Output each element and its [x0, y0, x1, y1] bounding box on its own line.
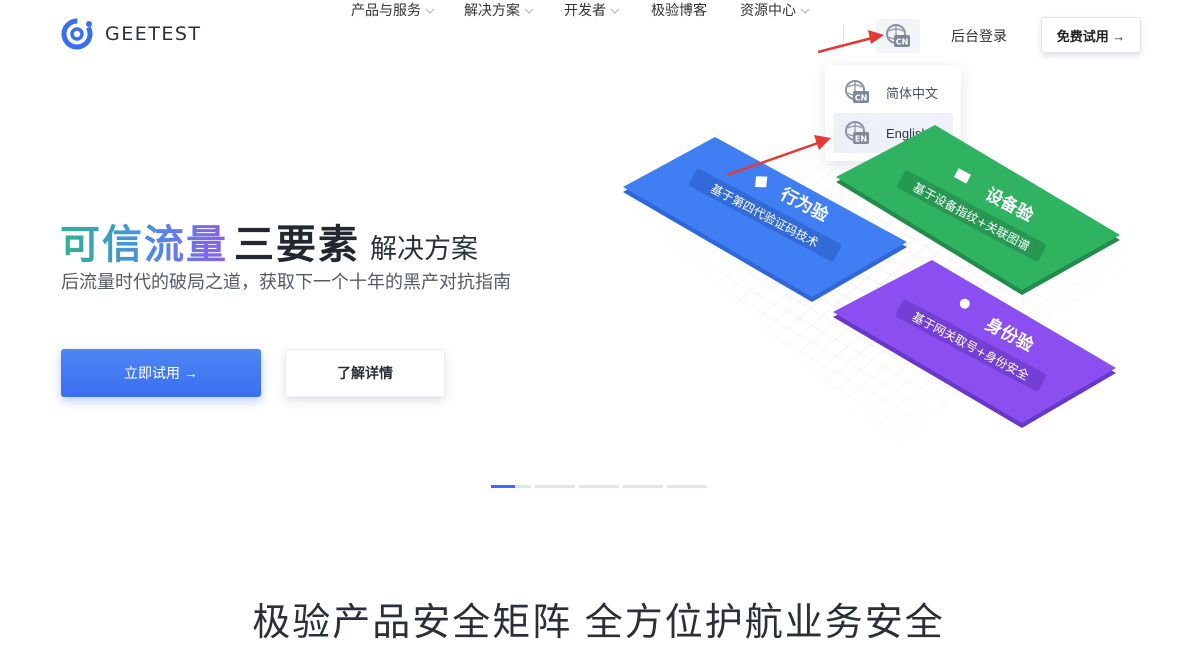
- nav-blog[interactable]: 极验博客: [651, 0, 707, 20]
- hero-subtitle: 后流量时代的破局之道，获取下一个十年的黑产对抗指南: [61, 272, 511, 292]
- language-icon-label: CN: [896, 38, 909, 47]
- card-behavior[interactable]: 基于第四代验证码技术 行为验: [623, 137, 907, 302]
- hero-illustration: 基于第四代验证码技术 行为验 基于设备指纹+关联图谱 设备验 基于网关取号+身份…: [620, 110, 1160, 450]
- hero-title-highlight: 可信流量: [60, 212, 228, 270]
- section-title: 极验产品安全矩阵 全方位护航业务安全: [252, 602, 945, 644]
- chevron-down-icon: [610, 8, 620, 14]
- hero-title-main: 三要素: [234, 223, 360, 267]
- nav-products[interactable]: 产品与服务: [351, 0, 435, 20]
- language-cn-icon: CN: [886, 24, 910, 47]
- nav-resources[interactable]: 资源中心: [740, 0, 810, 20]
- geetest-logo[interactable]: GEETEST: [61, 17, 202, 51]
- carousel-dot[interactable]: [491, 485, 531, 488]
- hero-title-suffix: 解决方案: [370, 234, 478, 264]
- site-header: GEETEST 产品与服务 解决方案 开发者 极验博客 资源中心 CN 后台登录…: [0, 0, 1197, 72]
- language-icon-label: CN: [855, 94, 868, 103]
- nav-label: 解决方案: [464, 2, 520, 18]
- nav-developers[interactable]: 开发者: [564, 0, 620, 20]
- language-option-label: 简体中文: [886, 85, 939, 101]
- logo-text: GEETEST: [105, 23, 202, 45]
- nav-label: 产品与服务: [351, 2, 421, 18]
- language-cn-icon: CN: [845, 80, 869, 103]
- geetest-logo-icon: [61, 18, 93, 50]
- language-option-zh[interactable]: CN 简体中文: [833, 72, 953, 112]
- carousel-dot[interactable]: [623, 485, 663, 488]
- try-now-button[interactable]: 立即试用 →: [61, 349, 261, 397]
- person-icon: [959, 298, 970, 309]
- language-switch-button[interactable]: CN: [876, 19, 920, 53]
- chevron-down-icon: [524, 8, 534, 14]
- nav-solutions[interactable]: 解决方案: [464, 0, 534, 20]
- login-link[interactable]: 后台登录: [951, 28, 1007, 44]
- chevron-down-icon: [425, 8, 435, 14]
- carousel-dot[interactable]: [535, 485, 575, 488]
- card-identity[interactable]: 基于网关取号+身份安全 身份验: [833, 260, 1116, 428]
- free-trial-button[interactable]: 免费试用 →: [1041, 17, 1141, 53]
- nav-label: 资源中心: [740, 2, 796, 18]
- cursor-icon: [754, 176, 768, 188]
- nav-label: 开发者: [564, 2, 606, 18]
- carousel-indicators: [491, 485, 711, 488]
- nav-label: 极验博客: [651, 2, 707, 18]
- carousel-dot[interactable]: [579, 485, 619, 488]
- nav-divider: [843, 24, 844, 44]
- carousel-dot[interactable]: [667, 485, 707, 488]
- learn-more-button[interactable]: 了解详情: [285, 349, 445, 397]
- card-device[interactable]: 基于设备指纹+关联图谱 设备验: [836, 125, 1120, 295]
- chevron-down-icon: [800, 8, 810, 14]
- device-icon: [953, 168, 972, 184]
- hero-title: 可信流量 三要素 解决方案: [60, 212, 478, 270]
